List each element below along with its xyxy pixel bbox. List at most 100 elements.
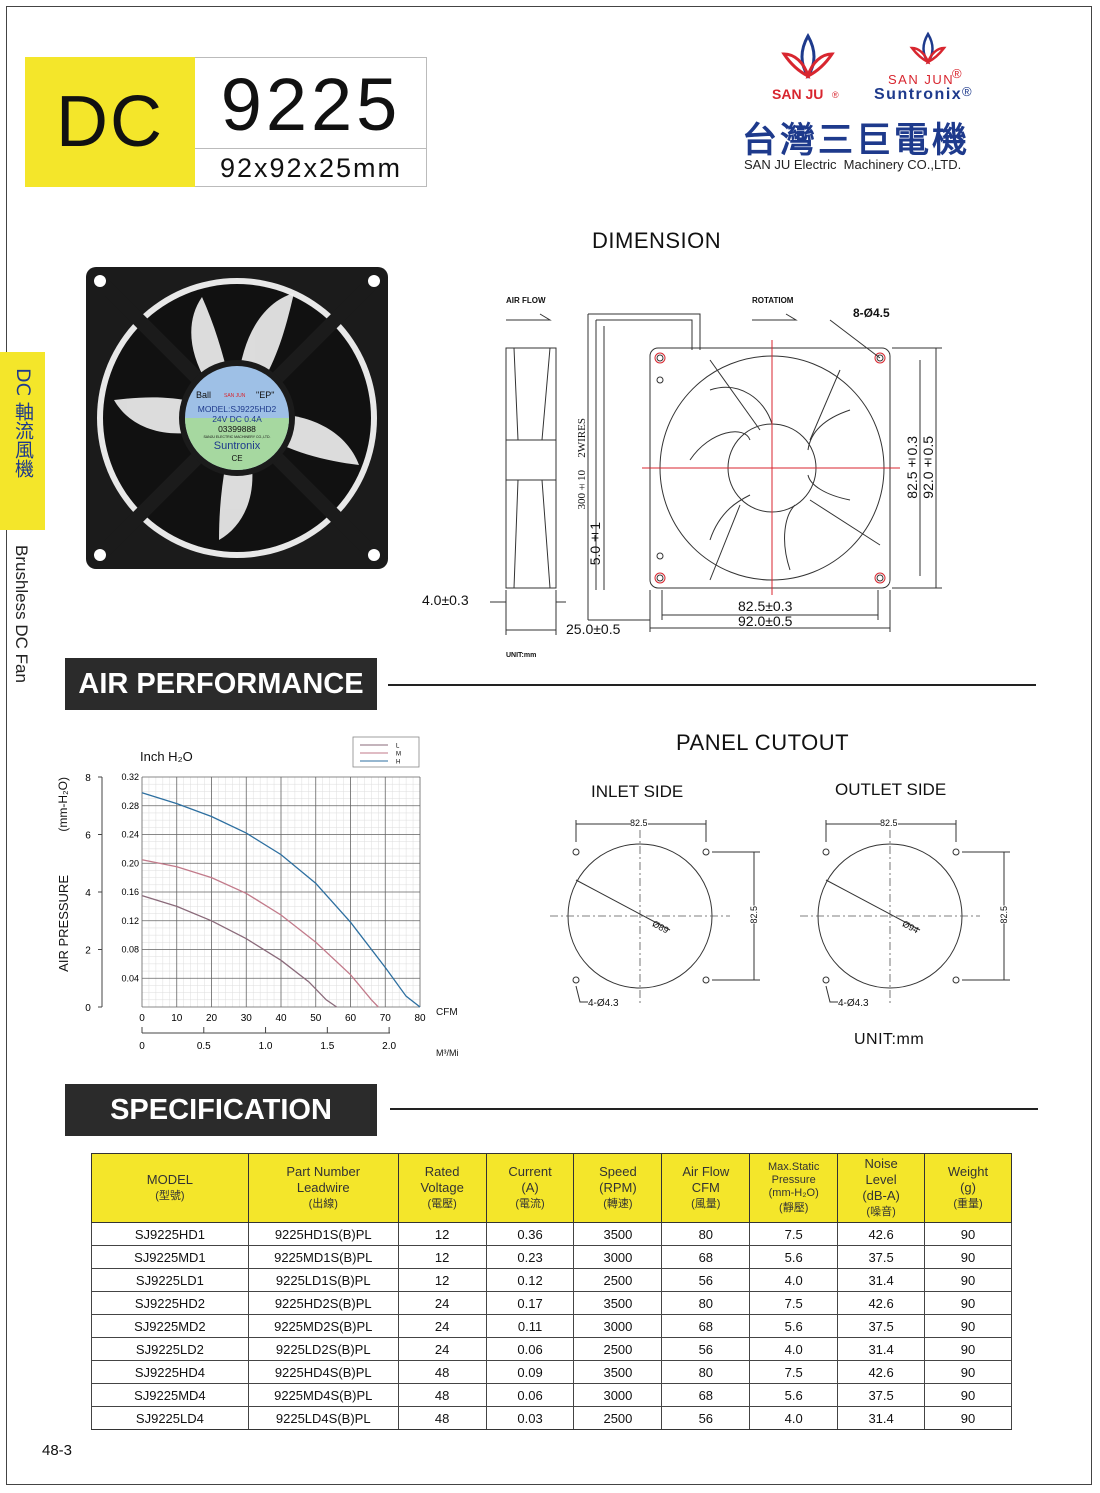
- chart-y-inch-tick-label: 0.12: [121, 916, 139, 926]
- thickness-label: 4.0±0.3: [422, 592, 469, 608]
- table-cell: 7.5: [749, 1360, 839, 1384]
- depth-label: 25.0±0.5: [566, 621, 621, 637]
- table-cell: 90: [924, 1245, 1012, 1269]
- dimension-unit: UNIT:mm: [506, 652, 537, 659]
- series-label: DC: [25, 57, 195, 187]
- spec-header-en: Speed (RPM): [599, 1164, 637, 1195]
- table-cell: SJ9225MD2: [91, 1314, 249, 1338]
- spec-header-en: Weight (g): [947, 1164, 989, 1195]
- chart-x-tick-label: 50: [310, 1013, 322, 1024]
- table-cell: 9225HD1S(B)PL: [247, 1222, 399, 1246]
- table-cell: 37.5: [837, 1383, 926, 1407]
- table-cell: 90: [924, 1268, 1012, 1292]
- spec-header-cell: Speed (RPM)(轉速): [573, 1153, 663, 1223]
- inlet-side-label: INLET SIDE: [591, 782, 684, 801]
- chart-x-tick-label: 70: [380, 1013, 392, 1024]
- sidebar-cn-label: DC 軸流風機: [12, 368, 34, 478]
- table-cell: SJ9225HD2: [91, 1291, 249, 1315]
- sanju-logo-icon: [781, 32, 835, 79]
- spec-table: MODEL(型號)Part Number Leadwire(出線)Rated V…: [91, 1153, 1012, 1430]
- spec-header-cn: (風量): [691, 1198, 721, 1210]
- sidebar-en-label: Brushless DC Fan: [12, 545, 31, 683]
- table-cell: 90: [924, 1314, 1012, 1338]
- sanjun-logo-icon: [909, 31, 947, 65]
- inlet-span-label: 82.5: [630, 818, 648, 828]
- table-cell: 80: [661, 1222, 751, 1246]
- spec-header-cell: Part Number Leadwire(出線): [247, 1153, 399, 1223]
- table-cell: 5.6: [749, 1314, 839, 1338]
- company-name-en: SAN JU Electric Machinery CO.,LTD.: [744, 157, 962, 172]
- table-cell: 9225MD2S(B)PL: [247, 1314, 399, 1338]
- fan-label-ep: "EP": [256, 390, 275, 400]
- chart-x2-tick-label: 1.0: [259, 1041, 273, 1052]
- spec-header-cn: (電流): [515, 1198, 545, 1210]
- table-cell: 9225MD1S(B)PL: [247, 1245, 399, 1269]
- table-cell: 0.03: [485, 1406, 575, 1430]
- table-cell: SJ9225LD1: [91, 1268, 249, 1292]
- fan-label-company: SANJU ELECTRIC MACHINERY CO.,LTD.: [203, 435, 271, 439]
- table-cell: 9225LD1S(B)PL: [247, 1268, 399, 1292]
- spec-header-cell: Air Flow CFM (風量): [661, 1153, 751, 1223]
- chart-x-tick-label: 0: [139, 1013, 145, 1024]
- chart-x-tick-label: 60: [345, 1013, 357, 1024]
- dimension-drawing: AIR FLOW ROTATIOM 8-Ø4.5 4.0±0.3 25.0±0.…: [410, 290, 970, 670]
- table-cell: SJ9225HD4: [91, 1360, 249, 1384]
- table-cell: 5.6: [749, 1383, 839, 1407]
- width-inner-label: 82.5±0.3: [738, 598, 793, 614]
- table-cell: 80: [661, 1360, 751, 1384]
- table-cell: 4.0: [749, 1337, 839, 1361]
- spec-header-cn: (型號): [155, 1190, 185, 1202]
- chart-y-axis-label: AIR PRESSURE: [56, 875, 71, 972]
- table-cell: 3500: [573, 1360, 663, 1384]
- chart-y-axis-unit: (mm-H₂O): [56, 777, 70, 832]
- fan-label-brand: Suntronix: [213, 440, 261, 452]
- table-cell: SJ9225MD1: [91, 1245, 249, 1269]
- sanjun-registered-top: ®: [952, 66, 962, 81]
- table-cell: 7.5: [749, 1291, 839, 1315]
- wire-length-label: 300±10: [576, 470, 588, 510]
- table-cell: 31.4: [837, 1406, 926, 1430]
- chart-x2-tick-label: 0.5: [197, 1041, 211, 1052]
- sanjun-logo-text: SAN JUN: [888, 72, 955, 87]
- table-cell: 90: [924, 1406, 1012, 1430]
- table-cell: 37.5: [837, 1314, 926, 1338]
- fan-label-bearing: Ball: [196, 390, 212, 400]
- chart-y-inch-tick-label: 0.16: [121, 887, 139, 897]
- table-cell: 0.06: [485, 1383, 575, 1407]
- height-outer-label: 92.0±0.5: [920, 436, 936, 499]
- spec-header-en: Part Number Leadwire: [286, 1164, 361, 1195]
- fan-label-rating: 24V DC 0.4A: [212, 414, 262, 424]
- table-cell: SJ9225LD2: [91, 1337, 249, 1361]
- specification-rule: [390, 1108, 1038, 1110]
- table-cell: 80: [661, 1291, 751, 1315]
- air-flow-label: AIR FLOW: [506, 296, 546, 305]
- chart-series-line-L: [141, 894, 337, 1008]
- table-cell: 9225HD4S(B)PL: [247, 1360, 399, 1384]
- chart-legend-box: [352, 736, 420, 768]
- panel-cutout-title: PANEL CUTOUT: [676, 730, 850, 755]
- chart-series-line-H: [141, 792, 421, 1008]
- table-cell: 90: [924, 1222, 1012, 1246]
- chart-y-inch-tick-label: 0.24: [121, 830, 139, 840]
- fan-label-logo: SAN JUN: [224, 393, 246, 399]
- chart-y-mm-tick-label: 2: [85, 946, 91, 957]
- table-cell: 4.0: [749, 1268, 839, 1292]
- rotation-label: ROTATIOM: [752, 296, 794, 305]
- spec-header-en: Max.Static Pressure (mm-H₂O): [768, 1160, 820, 1199]
- chart-right-unit-label: Inch H₂O: [140, 749, 193, 764]
- chart-x-tick-label: 30: [241, 1013, 253, 1024]
- table-cell: SJ9225HD1: [91, 1222, 249, 1246]
- table-cell: 24: [397, 1337, 487, 1361]
- chart-y-mm-tick-label: 6: [85, 831, 91, 842]
- chart-y-inch-tick-label: 0.04: [121, 973, 139, 983]
- suntronix-registered: ®: [962, 84, 972, 99]
- table-cell: 90: [924, 1291, 1012, 1315]
- table-cell: 3000: [573, 1245, 663, 1269]
- spec-header-en: Air Flow CFM: [682, 1164, 730, 1195]
